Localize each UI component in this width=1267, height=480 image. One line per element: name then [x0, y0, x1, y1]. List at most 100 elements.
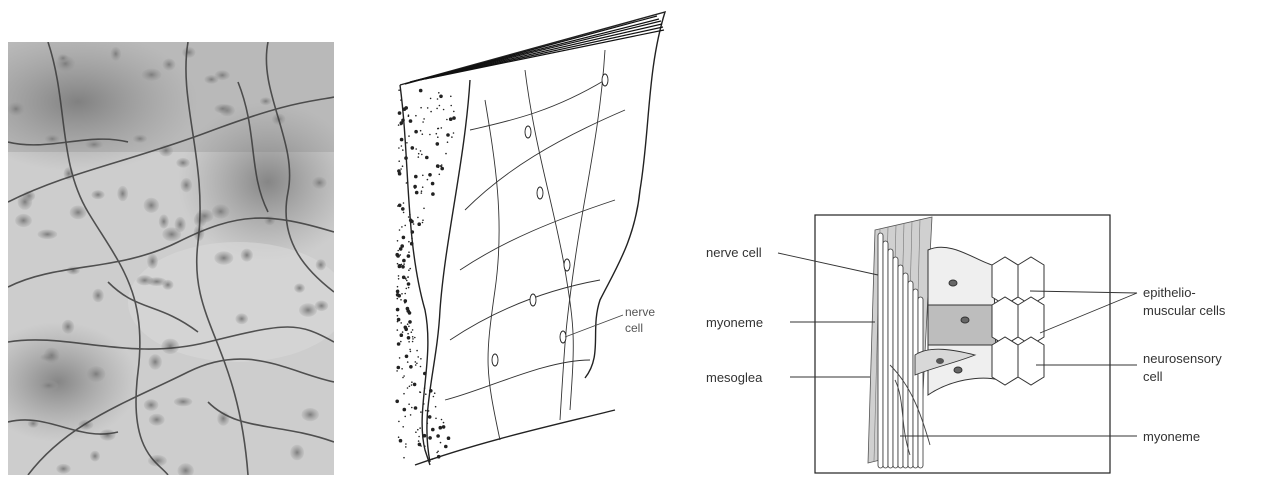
micrograph-cell-nucleus	[147, 254, 158, 269]
micrograph-cell-nucleus	[144, 198, 159, 213]
sketch-stipple-dot	[414, 130, 418, 134]
sketch-stipple-dot	[407, 282, 411, 286]
sketch-stipple-dot	[430, 111, 432, 113]
sketch-stipple-dot	[398, 436, 400, 438]
sketch-stipple-dot	[397, 329, 399, 331]
sketch-stipple-dot	[421, 154, 423, 156]
sketch-stipple-dot	[396, 293, 400, 297]
sketch-stipple-dot	[417, 217, 419, 219]
sketch-stipple-dot	[438, 128, 440, 130]
sketch-stipple-dot	[405, 446, 407, 448]
sketch-stipple-dot	[399, 357, 401, 359]
sketch-stipple-dot	[411, 238, 413, 240]
sketch-stipple-dot	[411, 331, 413, 333]
sketch-stipple-dot	[438, 92, 440, 94]
sketch-stipple-dot	[422, 133, 424, 135]
sketch-stipple-dot	[398, 275, 400, 277]
sketch-stipple-dot	[420, 411, 422, 413]
sketch-stipple-dot	[420, 130, 422, 132]
sketch-stipple-dot	[444, 445, 448, 449]
micrograph-cell-nucleus	[214, 104, 231, 113]
micrograph-cell-nucleus	[144, 399, 159, 411]
sketch-stipple-dot	[408, 269, 410, 271]
sketch-stipple-dot	[401, 368, 403, 370]
sketch-stipple-dot	[429, 389, 433, 393]
sketch-stipple-dot	[404, 106, 408, 110]
sketch-stipple-dot	[415, 361, 417, 363]
sketch-stipple-dot	[439, 426, 443, 430]
sketch-stipple-dot	[398, 147, 400, 149]
sketch-stipple-dot	[402, 426, 404, 428]
sketch-stipple-dot	[406, 288, 408, 290]
sketch-stipple-dot	[420, 150, 422, 152]
micrograph-cell-nucleus	[299, 303, 317, 317]
sketch-stipple-dot	[400, 121, 404, 125]
sketch-stipple-dot	[423, 434, 427, 438]
sketch-stipple-dot	[402, 377, 404, 379]
sketch-stipple-dot	[400, 168, 402, 170]
schematic-label-myoneme-left: myoneme	[706, 315, 763, 330]
sketch-stipple-dot	[400, 138, 404, 142]
sketch-stipple-dot	[451, 136, 453, 138]
sketch-stipple-dot	[400, 322, 402, 324]
sketch-stipple-dot	[407, 276, 409, 278]
sketch-stipple-dot	[411, 146, 415, 150]
sketch-stipple-dot	[400, 333, 404, 337]
sketch-stipple-dot	[445, 153, 447, 155]
sketch-stipple-dot	[398, 89, 400, 91]
sketch-stipple-dot	[419, 89, 423, 93]
sketch-stipple-dot	[398, 421, 400, 423]
sketch-stipple-dot	[441, 127, 443, 129]
schematic-label-neurosensory-line2: cell	[1143, 369, 1163, 384]
sketch-stipple-dot	[428, 410, 430, 412]
sketch-stipple-dot	[397, 315, 399, 317]
sketch-stipple-dot	[405, 355, 409, 359]
micrograph-cell-nucleus	[264, 216, 275, 226]
sketch-stipple-dot	[406, 307, 410, 311]
sketch-stipple-dot	[428, 436, 432, 440]
schematic-myoneme-rod	[913, 289, 918, 468]
sketch-stipple-dot	[440, 442, 442, 444]
sketch-stipple-dot	[398, 278, 400, 280]
sketch-stipple-dot	[398, 160, 400, 162]
sketch-stipple-dot	[406, 142, 408, 144]
sketch-stipple-dot	[408, 216, 410, 218]
sketch-stipple-dot	[408, 114, 410, 116]
hydra-body-wall-schematic: nerve cell myoneme mesoglea epithelio- m…	[700, 205, 1267, 475]
sketch-stipple-dot	[417, 356, 419, 358]
sketch-stipple-dot	[427, 179, 429, 181]
sketch-stipple-dot	[405, 443, 407, 445]
sketch-stipple-dot	[429, 134, 431, 136]
micrograph-image	[8, 42, 334, 475]
sketch-stipple-dot	[420, 358, 422, 360]
sketch-stipple-dot	[404, 326, 408, 330]
sketch-stipple-dot	[413, 383, 417, 387]
sketch-stipple-dot	[420, 107, 422, 109]
sketch-stipple-dot	[403, 375, 405, 377]
sketch-stipple-dot	[407, 333, 409, 335]
sketch-stipple-dot	[431, 458, 433, 460]
sketch-stipple-dot	[404, 156, 408, 160]
micrograph-cell-nucleus	[181, 178, 193, 192]
sketch-stipple-dot	[411, 230, 415, 234]
sketch-stipple-dot	[403, 263, 405, 265]
sketch-nerve-fibres	[445, 50, 625, 440]
sketch-stipple-dot	[434, 392, 436, 394]
micrograph-cell-nucleus	[133, 135, 147, 143]
micrograph-cell-nucleus	[182, 47, 195, 58]
sketch-stipple-dot	[427, 423, 429, 425]
sketch-stipple-dot	[408, 251, 410, 253]
micrograph-cell-nucleus	[241, 249, 253, 262]
sketch-stipple-dot	[418, 153, 420, 155]
micrograph-cell-nucleus	[174, 397, 192, 406]
sketch-stipple-dot	[422, 186, 424, 188]
micrograph-cell-nucleus	[176, 158, 189, 168]
sketch-stipple-dot	[452, 116, 456, 120]
sketch-stipple-dot	[410, 414, 412, 416]
sketch-stipple-dot	[409, 214, 411, 216]
sketch-stipple-dot	[421, 190, 423, 192]
sketch-stipple-dot	[409, 386, 411, 388]
micrograph-cell-nucleus	[149, 354, 162, 369]
sketch-stipple-dot	[411, 384, 413, 386]
sketch-stipple-dot	[431, 428, 435, 432]
